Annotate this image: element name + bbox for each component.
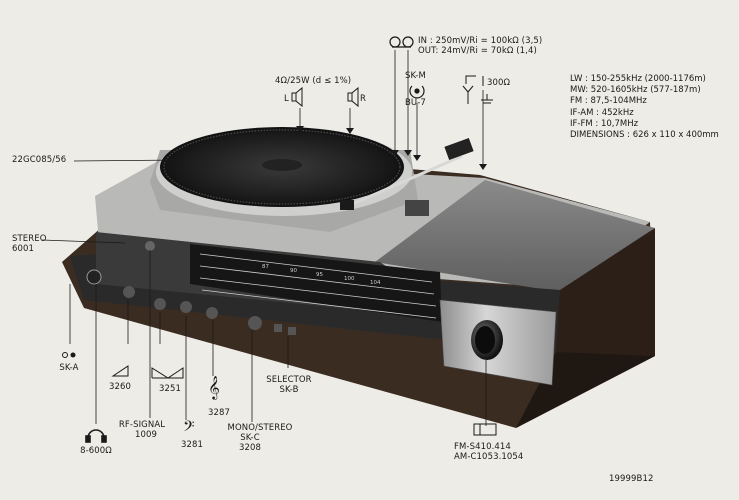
ska-label: SK-A <box>59 363 79 373</box>
fm-code-label: FM-S410.414 <box>454 442 511 452</box>
volume-wedge-icon <box>111 365 129 377</box>
spec-dimensions: DIMENSIONS : 626 x 110 x 400mm <box>570 130 719 141</box>
ska-icon <box>62 352 76 358</box>
stereo-num-label: 6001 <box>12 244 35 254</box>
balance-icon <box>151 367 184 379</box>
turntable <box>150 127 474 232</box>
ground-icon <box>481 94 493 104</box>
leader-arrows <box>296 126 487 170</box>
stereo-name-label: STEREO <box>12 234 47 244</box>
svg-text:95: 95 <box>316 272 323 278</box>
svg-text:𝄢: 𝄢 <box>183 418 195 439</box>
svg-text:90: 90 <box>290 268 297 274</box>
spec-fm: FM : 87,5-104MHz <box>570 96 647 107</box>
v3260-label: 3260 <box>108 382 132 392</box>
spec-mw: MW: 520-1605kHz (577-187m) <box>570 85 701 96</box>
din-socket-icon <box>409 85 425 99</box>
v3208-label: 3208 <box>238 443 262 453</box>
antenna-ohm-label: 300Ω <box>487 78 511 88</box>
bu7-label: BU-7 <box>405 98 426 108</box>
selector-label: SELECTOR <box>266 375 312 385</box>
skm-label: SK-M <box>405 71 426 81</box>
bass-clef-icon: 𝄢 <box>183 418 195 439</box>
antenna-icon <box>462 75 484 104</box>
svg-text:100: 100 <box>344 276 355 282</box>
headphone-ohm-label: 8-600Ω <box>80 446 112 456</box>
mono-stereo-label: MONO/STEREO <box>227 423 293 433</box>
am-code-label: AM-C1053.1054 <box>454 452 524 462</box>
leader-lines <box>41 50 487 426</box>
svg-text:87: 87 <box>262 264 269 270</box>
skc-label: SK-C <box>240 433 260 443</box>
headphone-icon <box>85 429 107 443</box>
tape-reel-icon <box>389 36 414 48</box>
headphone-socket <box>86 269 102 285</box>
speaker-l-label: L <box>284 94 289 104</box>
speaker-icon <box>291 86 359 108</box>
model-ref-label: 22GC085/56 <box>12 155 67 165</box>
skb-label: SK-B <box>279 385 299 395</box>
tuning-scale-lines <box>199 253 437 319</box>
tape-out-label: OUT: 24mV/Ri = 70kΩ (1,4) <box>418 46 537 56</box>
spec-lw: LW : 150-255kHz (2000-1176m) <box>570 74 706 84</box>
svg-text:𝄞: 𝄞 <box>208 375 220 400</box>
spec-if-am: IF-AM : 452kHz <box>570 107 634 118</box>
fm-am-button-icon <box>473 423 497 436</box>
rf-signal-label: RF-SIGNAL <box>118 420 166 430</box>
speaker-spec-label: 4Ω/25W (d ≤ 1%) <box>275 76 352 86</box>
svg-text:104: 104 <box>370 280 381 286</box>
cabinet <box>62 150 655 428</box>
rf-num-label: 1009 <box>134 430 158 440</box>
spec-if-fm: IF-FM : 10,7MHz <box>570 118 639 129</box>
figure-number-label: 19999B12 <box>609 474 654 484</box>
tape-in-label: IN : 250mV/Ri = 100kΩ (3,5) <box>418 36 543 46</box>
tuning-scale-digits: 87 90 95 100 104 <box>262 264 381 286</box>
v3251-label: 3251 <box>158 384 182 394</box>
front-controls <box>86 241 296 335</box>
v3281-label: 3281 <box>180 440 204 450</box>
v3287-label: 3287 <box>207 408 231 418</box>
speaker-r-label: R <box>360 94 367 104</box>
tonearm <box>347 154 463 208</box>
treble-clef-icon: 𝄞 <box>208 375 220 400</box>
specifications-block: LW : 150-255kHz (2000-1176m) MW: 520-160… <box>570 74 719 141</box>
